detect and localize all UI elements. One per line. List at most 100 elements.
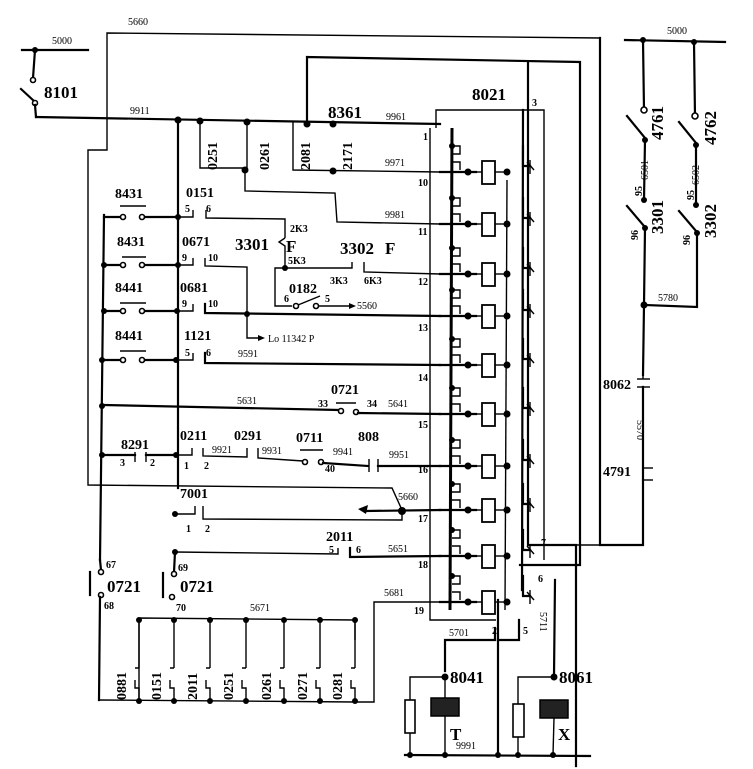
svg-text:9931: 9931 (262, 446, 282, 457)
svg-text:X: X (558, 725, 571, 744)
svg-text:2: 2 (492, 626, 497, 637)
svg-text:6: 6 (356, 545, 361, 556)
ladder-contact: 0271 (296, 617, 323, 704)
relay-coil (481, 160, 496, 185)
svg-text:70: 70 (176, 603, 186, 614)
svg-text:T: T (450, 725, 462, 744)
svg-text:0151: 0151 (186, 186, 214, 201)
svg-text:8431: 8431 (115, 187, 143, 202)
svg-text:96: 96 (630, 230, 641, 240)
contact-0721-67-68[interactable]: 67 68 0721 (88, 558, 141, 702)
relay-coil (481, 212, 496, 237)
svg-text:6: 6 (206, 348, 211, 359)
relay-coil (481, 353, 496, 378)
svg-text:0671: 0671 (182, 235, 210, 250)
wire-8361-feed (305, 55, 582, 567)
switch-8101-label: 8101 (44, 83, 78, 102)
contact-0711[interactable]: 0711 40 (296, 431, 335, 475)
relay-row (438, 287, 511, 329)
svg-text:0681: 0681 (180, 281, 208, 296)
contact-0721-33-34[interactable]: 0721 33 34 5641 (318, 383, 442, 416)
svg-text:0721: 0721 (331, 383, 359, 398)
button-8431-b[interactable] (102, 256, 180, 269)
svg-text:0211: 0211 (180, 429, 207, 444)
svg-text:1: 1 (186, 524, 191, 535)
svg-text:10: 10 (208, 253, 218, 264)
svg-text:95: 95 (634, 186, 645, 196)
svg-text:0721: 0721 (180, 577, 214, 596)
svg-text:69: 69 (178, 563, 188, 574)
svg-text:68: 68 (104, 601, 114, 612)
svg-text:3302: 3302 (701, 204, 720, 238)
svg-text:2: 2 (205, 524, 210, 535)
supply-label: 5000 (52, 36, 72, 47)
contact-0721-69-70[interactable]: 69 70 0721 (161, 550, 214, 614)
svg-text:2: 2 (204, 461, 209, 472)
svg-text:14: 14 (418, 373, 428, 384)
wire-9911 (34, 115, 442, 126)
row-8291-808: 8291 3 2 0211 0291 1 2 9921 9931 0711 40… (100, 429, 442, 475)
svg-text:5671: 5671 (250, 603, 270, 614)
contact-8062: 8062 5570 (603, 375, 650, 470)
svg-text:5651: 5651 (388, 544, 408, 555)
svg-text:33: 33 (318, 399, 328, 410)
svg-text:5631: 5631 (237, 396, 257, 407)
svg-text:1121: 1121 (184, 329, 211, 344)
svg-text:5711: 5711 (537, 612, 548, 632)
svg-text:8291: 8291 (121, 438, 149, 453)
switch-0182[interactable]: 0182 6 5 5560 (284, 282, 377, 312)
svg-text:0721: 0721 (107, 577, 141, 596)
relay-row (438, 437, 511, 479)
ladder-contact: 0261 (260, 617, 287, 704)
ladder-contact: 2011 (186, 617, 213, 704)
svg-text:9921: 9921 (212, 445, 232, 456)
switch-8101[interactable]: 8101 (19, 48, 78, 119)
bottom-bus: 5701 2 5 5711 (403, 578, 592, 758)
switch-4761[interactable]: 4761 6501 (625, 106, 667, 180)
ladder-contact-label: 0251 (222, 672, 237, 700)
svg-text:8061: 8061 (559, 668, 593, 687)
svg-text:6K3: 6K3 (364, 276, 382, 287)
svg-text:6: 6 (206, 204, 211, 215)
svg-text:5: 5 (185, 348, 190, 359)
wire-label-5660: 5660 (128, 17, 148, 28)
valve-8061: 8061 X (512, 668, 593, 758)
svg-text:5: 5 (523, 626, 528, 637)
svg-text:3K3: 3K3 (330, 276, 348, 287)
button-8441-a[interactable] (102, 302, 180, 315)
relay-coil (481, 498, 496, 523)
button-8441-b[interactable] (102, 350, 180, 364)
ladder-contact: 0151 (150, 617, 177, 704)
button-8431-a[interactable] (102, 205, 180, 221)
relay-coil (481, 304, 496, 329)
svg-text:3: 3 (120, 458, 125, 469)
svg-text:0711: 0711 (296, 431, 323, 446)
svg-text:4762: 4762 (701, 111, 720, 145)
relay-row (438, 143, 511, 185)
valve-8041: 8041 T 9991 (404, 668, 501, 758)
svg-text:3: 3 (532, 98, 537, 109)
contact-7001: 7001 1 2 5660 (175, 487, 442, 535)
switch-3301-right[interactable]: 3301 95 96 (625, 186, 667, 240)
relay-row (438, 336, 511, 378)
relay-coil (481, 544, 496, 569)
contact-2081-label: 2081 (299, 142, 314, 170)
svg-text:1: 1 (423, 132, 428, 143)
svg-text:808: 808 (358, 430, 379, 445)
relay-coil (481, 402, 496, 427)
contact-chain (520, 108, 525, 592)
ladder-contact-label: 0271 (296, 672, 311, 700)
relay-coil (481, 262, 496, 287)
relay-row (438, 481, 511, 523)
svg-text:5681: 5681 (384, 588, 404, 599)
svg-text:6: 6 (284, 294, 289, 305)
switch-4762[interactable]: 4762 6502 (677, 111, 720, 185)
svg-text:5660: 5660 (398, 492, 418, 503)
relay-row (438, 385, 511, 427)
svg-text:9: 9 (182, 253, 187, 264)
svg-text:9: 9 (182, 299, 187, 310)
svg-text:1: 1 (184, 461, 189, 472)
switch-3302-right[interactable]: 3302 95 96 (677, 190, 720, 245)
relay-row (438, 195, 511, 237)
